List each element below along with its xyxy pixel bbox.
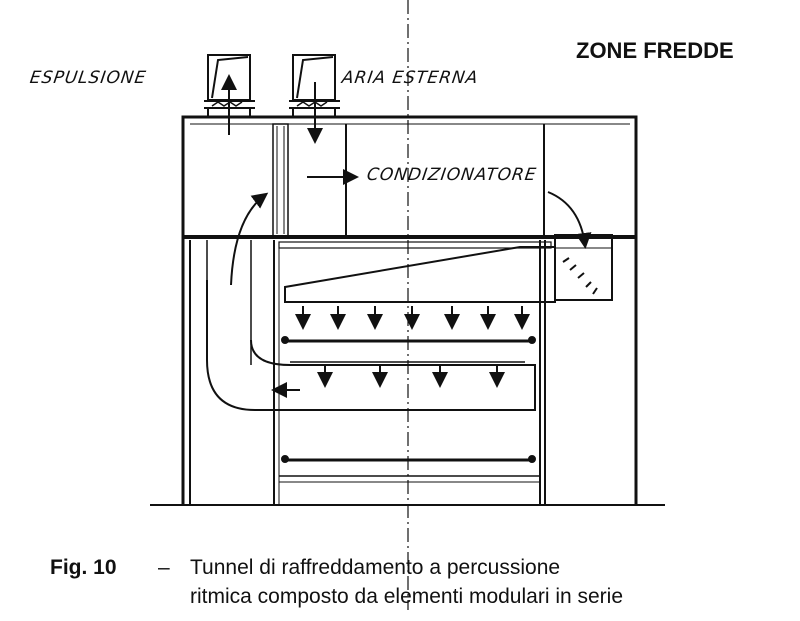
air-distributor [284, 246, 556, 303]
intake-fan [289, 54, 340, 144]
figure-number: Fig. 10 [50, 556, 117, 579]
label-outside-air: ARIA ESTERNA [340, 68, 480, 88]
filter-panel [272, 123, 289, 238]
caption-line-1: Tunnel di raffreddamento a percussione [190, 556, 561, 579]
conditioner-outlet [554, 234, 613, 301]
return-duct [206, 280, 536, 411]
exhaust-fan [204, 54, 255, 135]
caption-dash: – [158, 556, 170, 579]
zone-title: ZONE FREDDE [576, 38, 734, 63]
label-exhaust: ESPULSIONE [28, 68, 148, 88]
caption-line-2: ritmica composto da elementi modulari in… [190, 585, 624, 608]
label-conditioner: CONDIZIONATORE [365, 165, 538, 185]
